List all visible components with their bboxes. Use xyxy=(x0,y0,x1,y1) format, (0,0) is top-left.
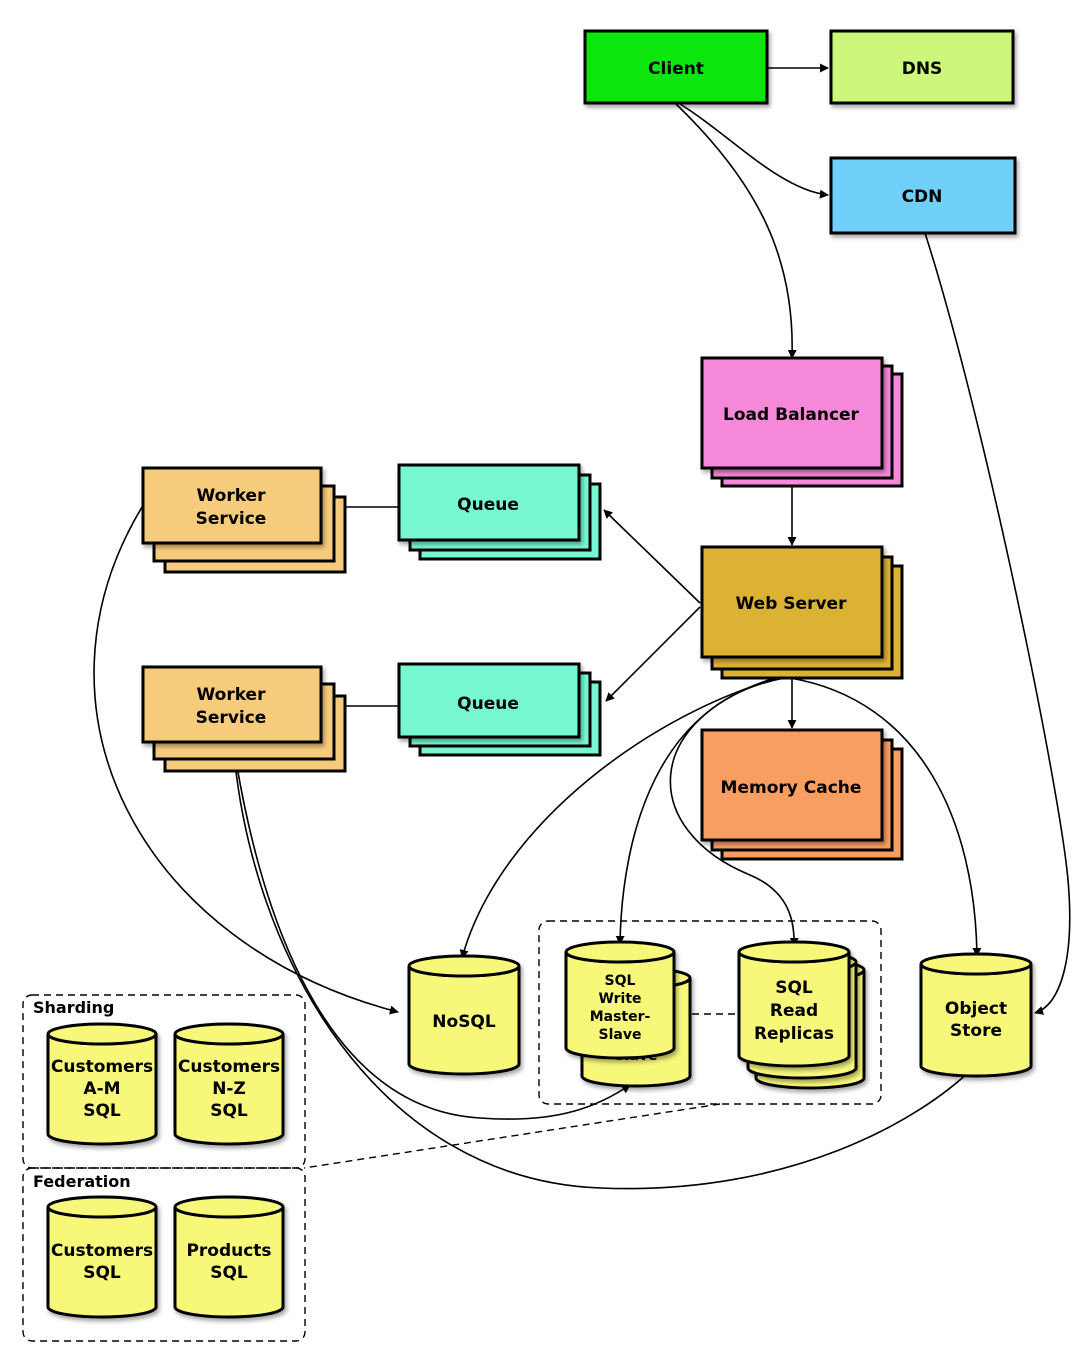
sql-cluster-frame xyxy=(538,920,882,1105)
cylinder-cap xyxy=(173,1022,285,1046)
cylinder-shape xyxy=(46,1022,158,1146)
object-store-label-line1: Object xyxy=(945,999,1007,1019)
db-object-store[interactable]: Object Store xyxy=(919,952,1033,1078)
sql-read-label-line3: Replicas xyxy=(754,1024,834,1044)
cylinder-cap xyxy=(564,940,676,964)
node-memory-cache[interactable]: Memory Cache xyxy=(700,728,904,861)
sql-write-label-line1: SQL xyxy=(605,973,636,989)
cylinder-shape xyxy=(173,1022,285,1146)
cylinder-shape xyxy=(564,940,676,1060)
cylinder-body xyxy=(919,963,1033,1078)
cylinder-cap xyxy=(407,954,521,978)
cylinder-body xyxy=(173,1206,285,1319)
customers-am-label-line1: Customers xyxy=(51,1057,153,1077)
edge-client-cdn xyxy=(679,103,829,199)
federation-label: Federation xyxy=(33,1172,131,1191)
sql-read-label-line1: SQL xyxy=(775,978,813,998)
node-queue-bottom[interactable]: Queue xyxy=(397,662,602,757)
db-sql-read-replicas[interactable]: SQL Read Replicas xyxy=(737,940,866,1090)
node-web-server[interactable]: Web Server xyxy=(700,545,904,680)
customers-nz-label-line1: Customers xyxy=(178,1057,280,1077)
edge-web-server-queue-bottom xyxy=(605,606,701,702)
db-sql-write[interactable]: Slave SQL Write Master- Slave xyxy=(564,940,692,1088)
worker-top-label-line2: Service xyxy=(196,509,267,529)
edges xyxy=(93,63,1071,1190)
node-client[interactable]: Client xyxy=(583,29,769,105)
cylinder-cap xyxy=(919,952,1033,976)
cylinder-shape xyxy=(737,940,851,1068)
client-label: Client xyxy=(648,59,704,79)
dns-label: DNS xyxy=(902,59,943,79)
node-cdn[interactable]: CDN xyxy=(829,156,1017,235)
db-customers-am[interactable]: Customers A-M SQL xyxy=(46,1022,158,1146)
node-queue-top[interactable]: Queue xyxy=(397,463,602,561)
cylinder-cap xyxy=(46,1195,158,1219)
cylinder-shape xyxy=(407,954,521,1076)
nosql-label: NoSQL xyxy=(432,1012,496,1032)
db-nosql[interactable]: NoSQL xyxy=(407,954,521,1076)
node-worker-top[interactable]: Worker Service xyxy=(141,466,347,574)
memory-cache-label: Memory Cache xyxy=(721,778,862,798)
cylinder-cap xyxy=(737,940,851,964)
sql-read-label-line2: Read xyxy=(770,1001,818,1021)
edge-worker-bottom-object-store xyxy=(232,741,974,1190)
customers-nz-label-line2: N-Z xyxy=(212,1079,246,1099)
products-sql-label-line2: SQL xyxy=(210,1263,248,1283)
load-balancer-label: Load Balancer xyxy=(723,405,860,425)
edge-web-server-nosql xyxy=(459,677,781,959)
sql-write-label-line4: Slave xyxy=(599,1027,642,1043)
node-dns[interactable]: DNS xyxy=(829,29,1015,105)
cylinder-cap xyxy=(173,1195,285,1219)
customers-am-label-line2: A-M xyxy=(83,1079,120,1099)
cylinder-shape xyxy=(46,1195,158,1319)
sql-write-label-line2: Write xyxy=(598,991,641,1007)
db-products-sql[interactable]: Products SQL xyxy=(173,1195,285,1319)
edge-client-load-balancer xyxy=(675,103,797,359)
edge-worker-bottom-sql-write xyxy=(232,741,631,1120)
db-customers-sql[interactable]: Customers SQL xyxy=(46,1195,158,1319)
customers-am-label-line3: SQL xyxy=(83,1101,121,1121)
customers-sql-label-line1: Customers xyxy=(51,1241,153,1261)
worker-top-label-line1: Worker xyxy=(197,486,267,506)
edge-web-server-object-store xyxy=(789,677,982,957)
cylinder-shape xyxy=(173,1195,285,1319)
products-sql-label-line1: Products xyxy=(186,1241,271,1261)
queue-bottom-label: Queue xyxy=(457,694,519,714)
cylinder-body xyxy=(46,1206,158,1319)
customers-sql-label-line2: SQL xyxy=(83,1263,121,1283)
edge-sql-group-sharding-federation xyxy=(303,1103,721,1169)
web-server-label: Web Server xyxy=(736,594,848,614)
customers-nz-label-line3: SQL xyxy=(210,1101,248,1121)
sharding-label: Sharding xyxy=(33,998,114,1017)
sql-write-label-line3: Master- xyxy=(590,1009,651,1025)
cylinder-shape xyxy=(919,952,1033,1078)
edge-web-server-queue-top xyxy=(603,509,701,604)
node-load-balancer[interactable]: Load Balancer xyxy=(700,356,904,488)
federation-frame xyxy=(22,1167,306,1342)
edge-cdn-object-store xyxy=(924,232,1071,1015)
cylinder-cap xyxy=(46,1022,158,1046)
db-customers-nz[interactable]: Customers N-Z SQL xyxy=(173,1022,285,1146)
node-worker-bottom[interactable]: Worker Service xyxy=(141,665,347,773)
edge-web-server-sql-read xyxy=(669,677,799,947)
queue-top-label: Queue xyxy=(457,495,519,515)
cdn-label: CDN xyxy=(902,187,943,207)
worker-bottom-label-line1: Worker xyxy=(197,685,267,705)
worker-bottom-label-line2: Service xyxy=(196,708,267,728)
object-store-label-line2: Store xyxy=(950,1021,1002,1041)
federation-group: Federation xyxy=(22,1167,306,1342)
